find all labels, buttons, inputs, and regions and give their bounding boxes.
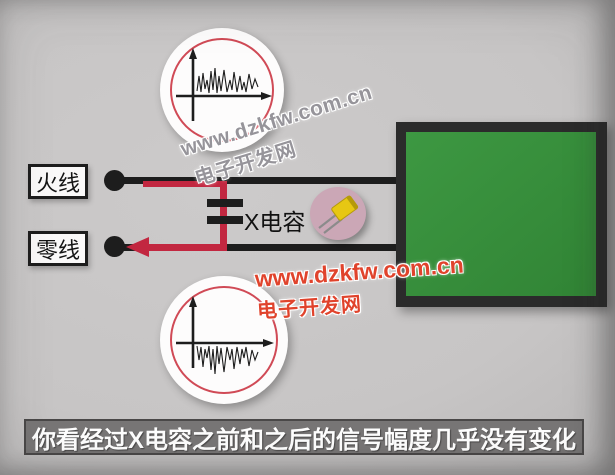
scope-before-ring: [170, 38, 274, 142]
neutral-wire-label: 零线: [28, 231, 88, 266]
circuit-board-surface: [406, 132, 596, 296]
live-wire: [115, 177, 396, 184]
capacitor-plate-bottom: [207, 216, 243, 224]
caption-bar: 你看经过X电容之前和之后的信号幅度几乎没有变化: [24, 419, 584, 455]
live-terminal-dot: [104, 170, 125, 191]
capacitor-component-icon: [318, 195, 359, 234]
capacitor-photo: [310, 187, 366, 240]
y-axis-arrow: [189, 48, 197, 59]
signal-path-bottom: [145, 244, 227, 251]
caption-text: 你看经过X电容之前和之后的信号幅度几乎没有变化: [31, 426, 576, 454]
watermark-bottom: www.dzkfw.com.cn 电子开发网: [254, 251, 467, 323]
circuit-board: [396, 122, 607, 307]
signal-arrow-icon: [126, 237, 149, 257]
signal-path-top: [143, 181, 227, 187]
neutral-wire-label-text: 零线: [35, 237, 80, 263]
scope-after-ring: [170, 286, 278, 394]
neutral-terminal-dot: [104, 236, 125, 257]
scope-before: [160, 28, 284, 152]
live-wire-label-text: 火线: [35, 170, 80, 196]
scope-after: [160, 276, 288, 404]
x-axis-arrow: [263, 339, 274, 347]
live-wire-label: 火线: [28, 164, 88, 199]
x-axis-arrow: [261, 92, 272, 100]
neutral-wire: [115, 244, 396, 251]
wave-after: [196, 345, 259, 375]
capacitor-label: X电容: [244, 209, 306, 235]
signal-path-vertical: [220, 181, 227, 247]
capacitor-plate-top: [207, 199, 243, 207]
y-axis-arrow: [189, 296, 197, 307]
wave-before: [196, 67, 259, 94]
waveform-before-plot: [176, 48, 272, 121]
waveform-after-plot: [176, 296, 274, 375]
